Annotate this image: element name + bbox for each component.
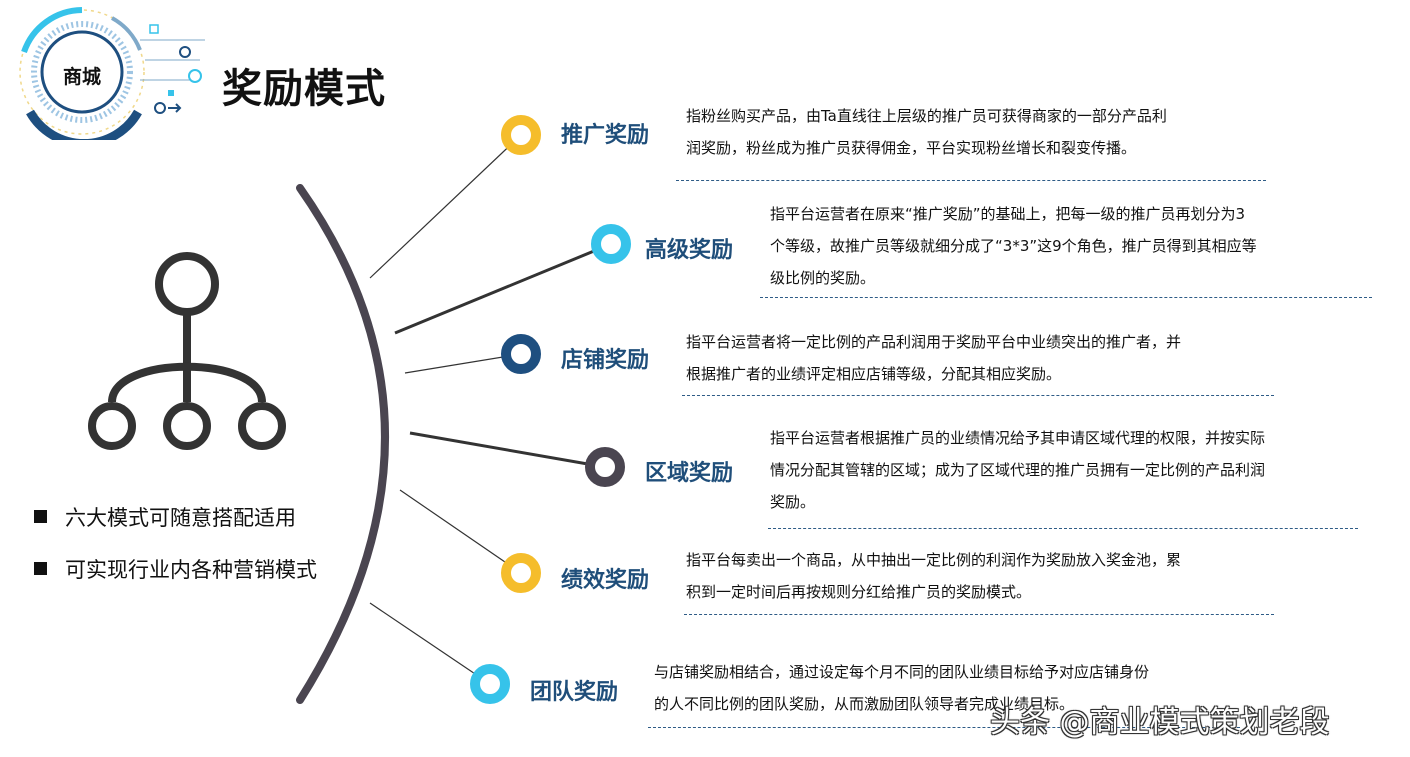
reward-desc-performance: 指平台每卖出一个商品，从中抽出一定比例的利润作为奖励放入奖金池，累 积到一定时间… <box>686 544 1181 608</box>
desc-line: 个等级，故推广员等级就细分成了“3*3”这9个角色，推广员得到其相应等 <box>770 230 1257 262</box>
desc-line: 情况分配其管辖的区域；成为了区域代理的推广员拥有一定比例的产品利润 <box>770 454 1265 486</box>
bullet-item: 六大模式可随意搭配适用 <box>34 502 296 532</box>
reward-desc-advanced: 指平台运营者在原来“推广奖励”的基础上，把每一级的推广员再划分为3 个等级，故推… <box>770 198 1257 294</box>
connector-line <box>410 433 605 467</box>
desc-line: 级比例的奖励。 <box>770 262 1257 294</box>
desc-line: 指平台运营者根据推广员的业绩情况给予其申请区域代理的权限，并按实际 <box>770 422 1265 454</box>
connector-line <box>400 490 521 573</box>
reward-label-performance: 绩效奖励 <box>561 562 649 594</box>
bullet-text: 可实现行业内各种营销模式 <box>65 558 317 582</box>
desc-line: 根据推广者的业绩评定相应店铺等级，分配其相应奖励。 <box>686 358 1181 390</box>
ring-marker-icon <box>506 120 536 150</box>
markers <box>475 120 626 699</box>
reward-desc-region: 指平台运营者根据推广员的业绩情况给予其申请区域代理的权限，并按实际 情况分配其管… <box>770 422 1265 518</box>
reward-label-store: 店铺奖励 <box>561 342 649 374</box>
ring-marker-icon <box>506 339 536 369</box>
desc-line: 指平台运营者将一定比例的产品利润用于奖励平台中业绩突出的推广者，并 <box>686 326 1181 358</box>
reward-label-promotion: 推广奖励 <box>561 117 649 149</box>
connector-line <box>370 135 521 278</box>
desc-divider <box>768 528 1358 529</box>
desc-line: 润奖励，粉丝成为推广员获得佣金，平台实现粉丝增长和裂变传播。 <box>686 132 1167 164</box>
bullet-text: 六大模式可随意搭配适用 <box>65 506 296 530</box>
square-bullet-icon <box>34 562 47 575</box>
desc-line: 奖励。 <box>770 486 1265 518</box>
ring-marker-icon <box>596 229 626 259</box>
reward-desc-store: 指平台运营者将一定比例的产品利润用于奖励平台中业绩突出的推广者，并 根据推广者的… <box>686 326 1181 390</box>
connector-line <box>395 244 611 333</box>
desc-divider <box>684 614 1274 615</box>
connectors <box>370 135 611 684</box>
reward-label-advanced: 高级奖励 <box>645 232 733 264</box>
reward-desc-promotion: 指粉丝购买产品，由Ta直线往上层级的推广员可获得商家的一部分产品利 润奖励，粉丝… <box>686 100 1167 164</box>
desc-divider <box>676 180 1266 181</box>
desc-line: 与店铺奖励相结合，通过设定每个月不同的团队业绩目标给予对应店铺身份 <box>654 656 1149 688</box>
connector-line <box>370 603 490 684</box>
ring-marker-icon <box>590 452 620 482</box>
ring-marker-icon <box>506 558 536 588</box>
desc-divider <box>682 395 1274 396</box>
ring-marker-icon <box>475 669 505 699</box>
bullet-item: 可实现行业内各种营销模式 <box>34 554 317 584</box>
desc-line: 指粉丝购买产品，由Ta直线往上层级的推广员可获得商家的一部分产品利 <box>686 100 1167 132</box>
main-arc <box>300 188 385 700</box>
watermark: 头条 @商业模式策划老段 <box>990 697 1330 741</box>
desc-divider <box>760 297 1372 298</box>
hierarchy-tree-icon <box>92 256 282 446</box>
desc-line: 指平台每卖出一个商品，从中抽出一定比例的利润作为奖励放入奖金池，累 <box>686 544 1181 576</box>
desc-line: 指平台运营者在原来“推广奖励”的基础上，把每一级的推广员再划分为3 <box>770 198 1257 230</box>
desc-line: 积到一定时间后再按规则分红给推广员的奖励模式。 <box>686 576 1181 608</box>
reward-label-team: 团队奖励 <box>530 674 618 706</box>
reward-label-region: 区域奖励 <box>645 455 733 487</box>
square-bullet-icon <box>34 510 47 523</box>
